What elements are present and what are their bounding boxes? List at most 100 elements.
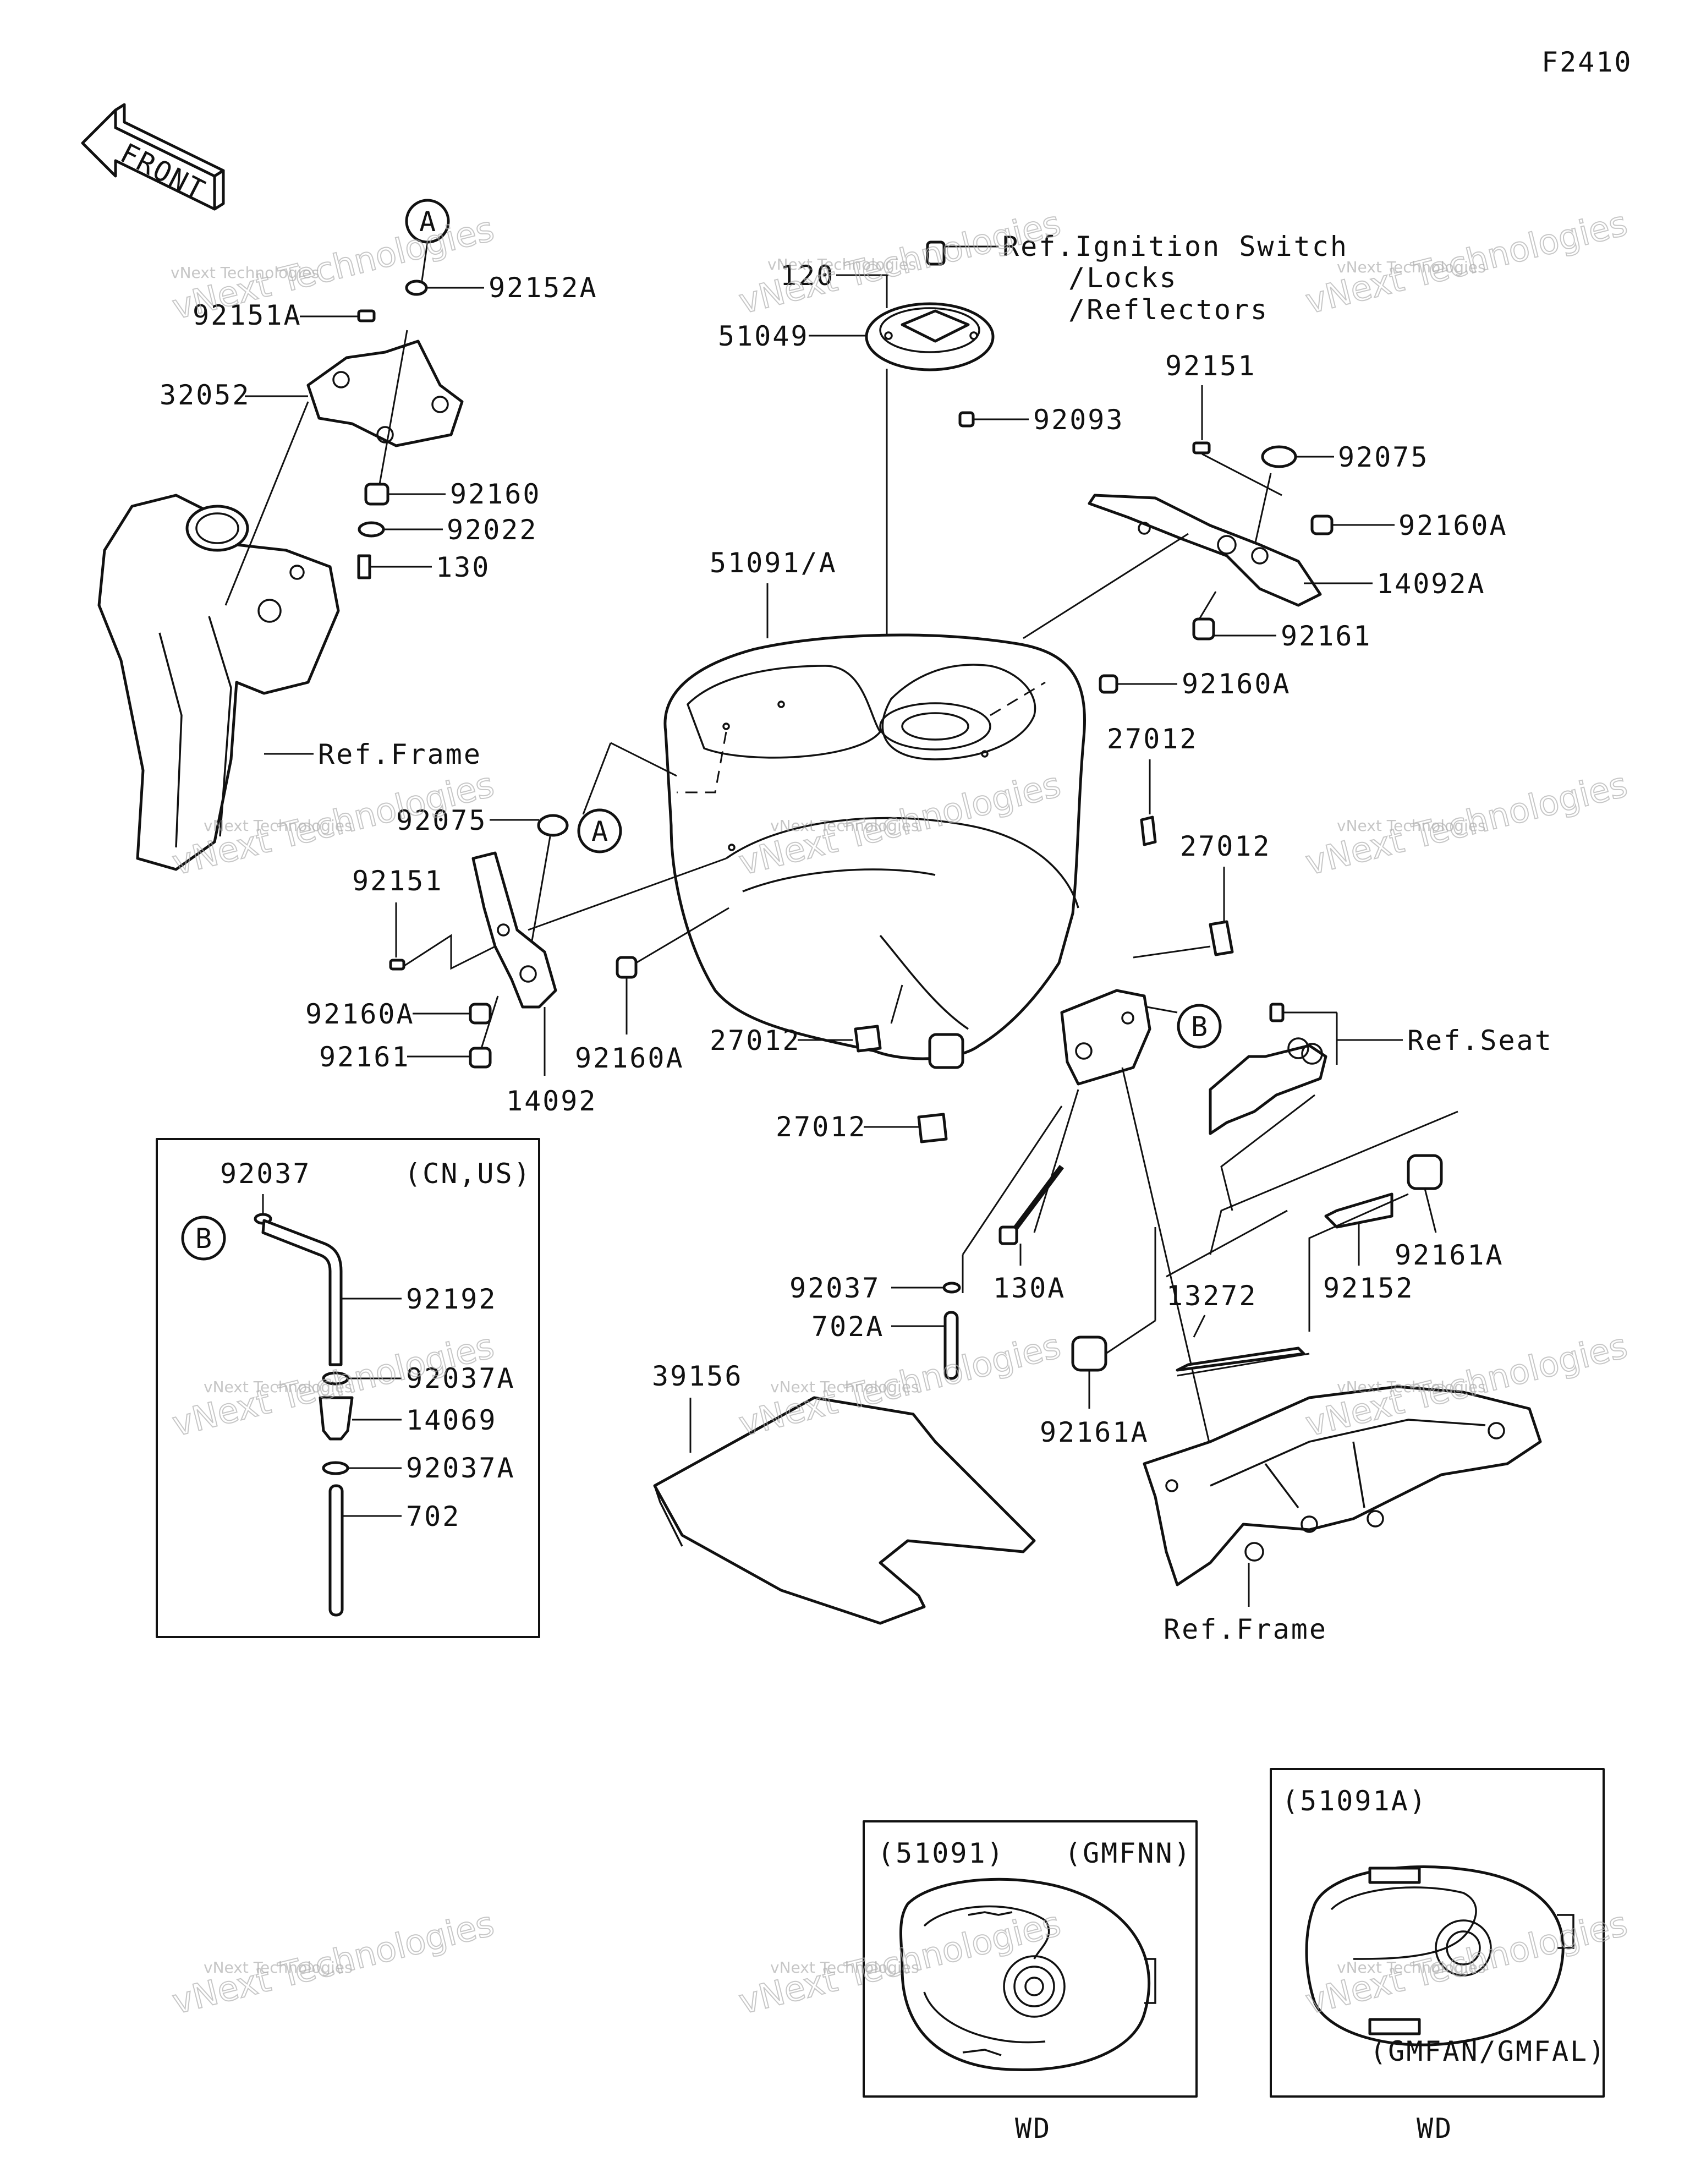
nut-92093 — [958, 411, 975, 428]
inset-hose-cn-us: 92037 (CN,US) B 92192 92037A 14069 92037… — [156, 1138, 540, 1638]
hose-702A — [943, 1311, 959, 1380]
pad-27012-tank — [928, 1033, 964, 1069]
label-92075-left: 92075 — [396, 804, 487, 836]
label-92152A: 92152A — [489, 272, 598, 304]
label-120: 120 — [780, 260, 835, 292]
label-ref-seat: Ref.Seat — [1407, 1025, 1553, 1057]
label-702A: 702A — [811, 1311, 884, 1343]
watermark-11: vNext Technologies — [770, 1958, 919, 1977]
grommet-92160 — [364, 483, 389, 506]
drain-hose-center: 92037 702A — [789, 1272, 961, 1380]
seat-bolt — [1269, 1003, 1285, 1022]
label-92161-right: 92161 — [1281, 620, 1372, 652]
label-92037-center: 92037 — [789, 1272, 881, 1304]
inset-label-702: 702 — [406, 1501, 460, 1532]
washer-92022 — [358, 521, 385, 538]
mat-39156 — [653, 1396, 1036, 1625]
label-130A: 130A — [993, 1272, 1066, 1304]
cover-13272 — [1176, 1346, 1305, 1372]
label-92161-left: 92161 — [319, 1041, 410, 1073]
label-92151A: 92151A — [193, 299, 302, 331]
label-27012-2: 27012 — [1180, 830, 1271, 862]
tank-rear-mount — [1060, 989, 1151, 1086]
upper-bracket-group: A 92152A 92151A 32052 92160 92022 130 — [160, 199, 598, 583]
watermark-10: vNext Technologies — [204, 1958, 353, 1977]
ref-b-label: B — [1191, 1011, 1209, 1043]
inset-ref-b-label: B — [195, 1223, 213, 1255]
seat-latch-part — [1209, 1044, 1327, 1135]
seat-ref-group: Ref.Seat — [1209, 1003, 1553, 1255]
filter-14069 — [319, 1396, 354, 1441]
watermark-8: vNext Technologies — [770, 1378, 919, 1396]
bolt-92151A — [357, 309, 376, 322]
tank-top-51091 — [899, 1878, 1150, 2072]
inset-label-14069: 14069 — [406, 1404, 497, 1436]
ref-b-circle — [1177, 1004, 1222, 1049]
watermark-2: vNext Technologies — [767, 255, 917, 273]
label-13272: 13272 — [1166, 1280, 1258, 1312]
frame-section-left: Ref.Frame — [97, 401, 482, 871]
pad-27012-2 — [1209, 920, 1234, 956]
watermark-7: vNext Technologies — [204, 1378, 353, 1396]
label-92151: 92151 — [1165, 350, 1256, 382]
pad-27012-1 — [1140, 815, 1157, 846]
ref-a-label-top: A — [419, 206, 437, 238]
side-bracket-group: A 92075 92151 92160A 92161 14092 92160A — [305, 742, 729, 1117]
inset-51091-gmfnn: (51091) (GMFNN) WD — [863, 1820, 1198, 2144]
switch-bolt — [926, 240, 946, 266]
bolt-130 — [357, 554, 371, 579]
inset-label-92037: 92037 — [220, 1158, 311, 1190]
label-ref-frame-right: Ref.Frame — [1164, 1613, 1327, 1645]
washer-92152A — [405, 280, 428, 296]
label-92160A-right-2: 92160A — [1182, 668, 1291, 700]
grommet-92160A-left — [469, 1003, 492, 1025]
inset-hose-frame — [156, 1138, 540, 1638]
inset-label-92192: 92192 — [406, 1283, 497, 1315]
label-130: 130 — [436, 551, 490, 583]
collar-92152 — [1324, 1192, 1393, 1229]
cap-92075-left — [537, 814, 569, 837]
label-92161A-1: 92161A — [1395, 1239, 1504, 1271]
pad-27012-3 — [854, 1025, 882, 1053]
tank-pads: 27012 27012 — [710, 984, 964, 1143]
tank-right-labels: 92160A 27012 27012 — [1099, 668, 1291, 959]
diagram-code: F2410 — [1541, 46, 1633, 78]
clamp-92037-center — [942, 1282, 961, 1294]
label-32052: 32052 — [160, 379, 251, 411]
label-92152: 92152 — [1323, 1272, 1414, 1304]
watermark-5: vNext Technologies — [770, 817, 919, 835]
label-ref-locks: /Locks — [1068, 262, 1178, 294]
hose-702 — [328, 1484, 344, 1617]
label-92161A-2: 92161A — [1040, 1416, 1149, 1448]
mat-39156-group: 39156 — [652, 1360, 1036, 1625]
label-51091A: 51091/A — [710, 547, 837, 579]
inset-51091A-variant: (GMFAN/GMFAL) — [1370, 2035, 1606, 2067]
grommet-92161-right — [1192, 617, 1215, 641]
fuel-tank-51091: 51091/A — [663, 533, 1189, 1060]
pad-27012-4 — [917, 1113, 948, 1143]
label-ref-ignition: Ref.Ignition Switch — [1002, 231, 1348, 262]
bolt-92151-left — [389, 959, 405, 971]
label-92022: 92022 — [447, 514, 538, 546]
bolt-130A-group: 130A — [993, 1165, 1066, 1304]
inset-market: (CN,US) — [404, 1158, 532, 1190]
label-92160A-left: 92160A — [305, 998, 415, 1030]
rear-subframe — [1143, 1385, 1542, 1586]
label-27012-1: 27012 — [1107, 723, 1198, 755]
label-92160A-center: 92160A — [575, 1042, 684, 1074]
grommet-92161A-upper — [1407, 1154, 1443, 1190]
fuel-cap-group: Ref.Ignition Switch /Locks /Reflectors 1… — [718, 231, 1348, 704]
watermark-6: vNext Technologies — [1337, 817, 1486, 835]
label-14092A: 14092A — [1376, 568, 1486, 600]
inset-51091-variant: (GMFNN) — [1065, 1837, 1192, 1869]
label-ref-frame-left: Ref.Frame — [318, 738, 482, 770]
bracket-32052 — [306, 340, 464, 447]
label-27012-4: 27012 — [776, 1111, 867, 1143]
grommet-92161A-lower — [1071, 1335, 1107, 1372]
hose-92192 — [261, 1219, 343, 1366]
ref-a-label-mid: A — [591, 815, 610, 847]
bolt-92151 — [1192, 441, 1211, 455]
label-14092: 14092 — [506, 1085, 597, 1117]
label-92093: 92093 — [1033, 404, 1124, 436]
ref-a-circle-mid — [577, 808, 622, 853]
